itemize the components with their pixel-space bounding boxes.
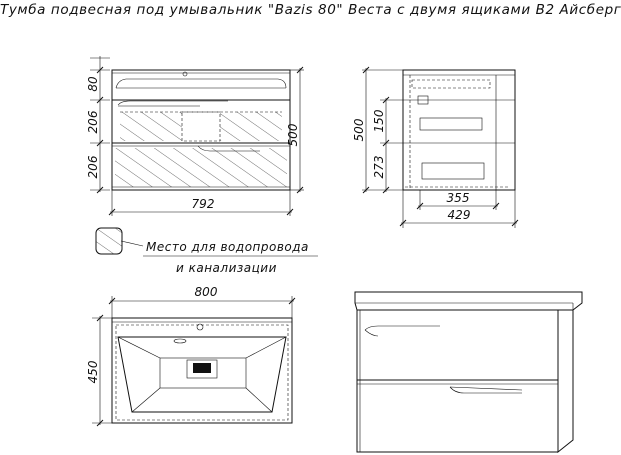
persp-handle-lower (449, 386, 522, 394)
dim-drawer1-height: 206 (86, 110, 100, 133)
dim-top-width: 800 (195, 285, 218, 299)
front-drawer-lower (111, 142, 291, 191)
drain (186, 359, 218, 379)
dim-side-total-depth: 429 (448, 208, 471, 222)
dim-side-drawer2: 273 (372, 156, 386, 179)
drawing-title: Тумба подвесная под умывальник "Bazis 80… (0, 2, 621, 18)
dim-side-inner-depth: 355 (447, 191, 470, 205)
front-lower-hatch (115, 148, 287, 187)
top-tap-hole (196, 323, 204, 331)
legend: Место для водопровода и канализации (95, 227, 318, 275)
legend-line1: Место для водопровода (146, 240, 309, 254)
legend-leader (120, 240, 144, 247)
top-outline (111, 317, 293, 424)
side-upper-drawer-box (419, 117, 483, 131)
dim-top-height: 80 (86, 76, 100, 92)
siphon-cutout (181, 111, 221, 142)
legend-line2: и канализации (176, 261, 277, 275)
dim-side-drawer1: 150 (372, 109, 386, 132)
perspective-view (354, 291, 583, 454)
dim-drawer2-height: 206 (86, 155, 100, 178)
front-sink-top (111, 69, 291, 101)
top-view: 800 450 (86, 285, 296, 427)
legend-hatch-swatch (95, 227, 123, 255)
side-view: 500 150 273 355 429 (352, 66, 519, 228)
front-view: 80 206 206 500 792 (86, 56, 304, 216)
dim-front-width: 792 (192, 197, 215, 211)
persp-handle-upper (364, 325, 440, 331)
dim-top-depth: 450 (86, 360, 100, 383)
persp-side-panel (557, 310, 574, 454)
side-outline (402, 69, 516, 191)
dim-side-total-height: 500 (352, 118, 366, 141)
side-lower-drawer-box (421, 162, 485, 180)
overflow (173, 338, 187, 344)
tap-hole (182, 71, 188, 77)
technical-drawing: 80 206 206 500 792 500 (86, 56, 583, 454)
dim-front-total-height: 500 (286, 123, 300, 146)
persp-sink-top (354, 291, 583, 311)
